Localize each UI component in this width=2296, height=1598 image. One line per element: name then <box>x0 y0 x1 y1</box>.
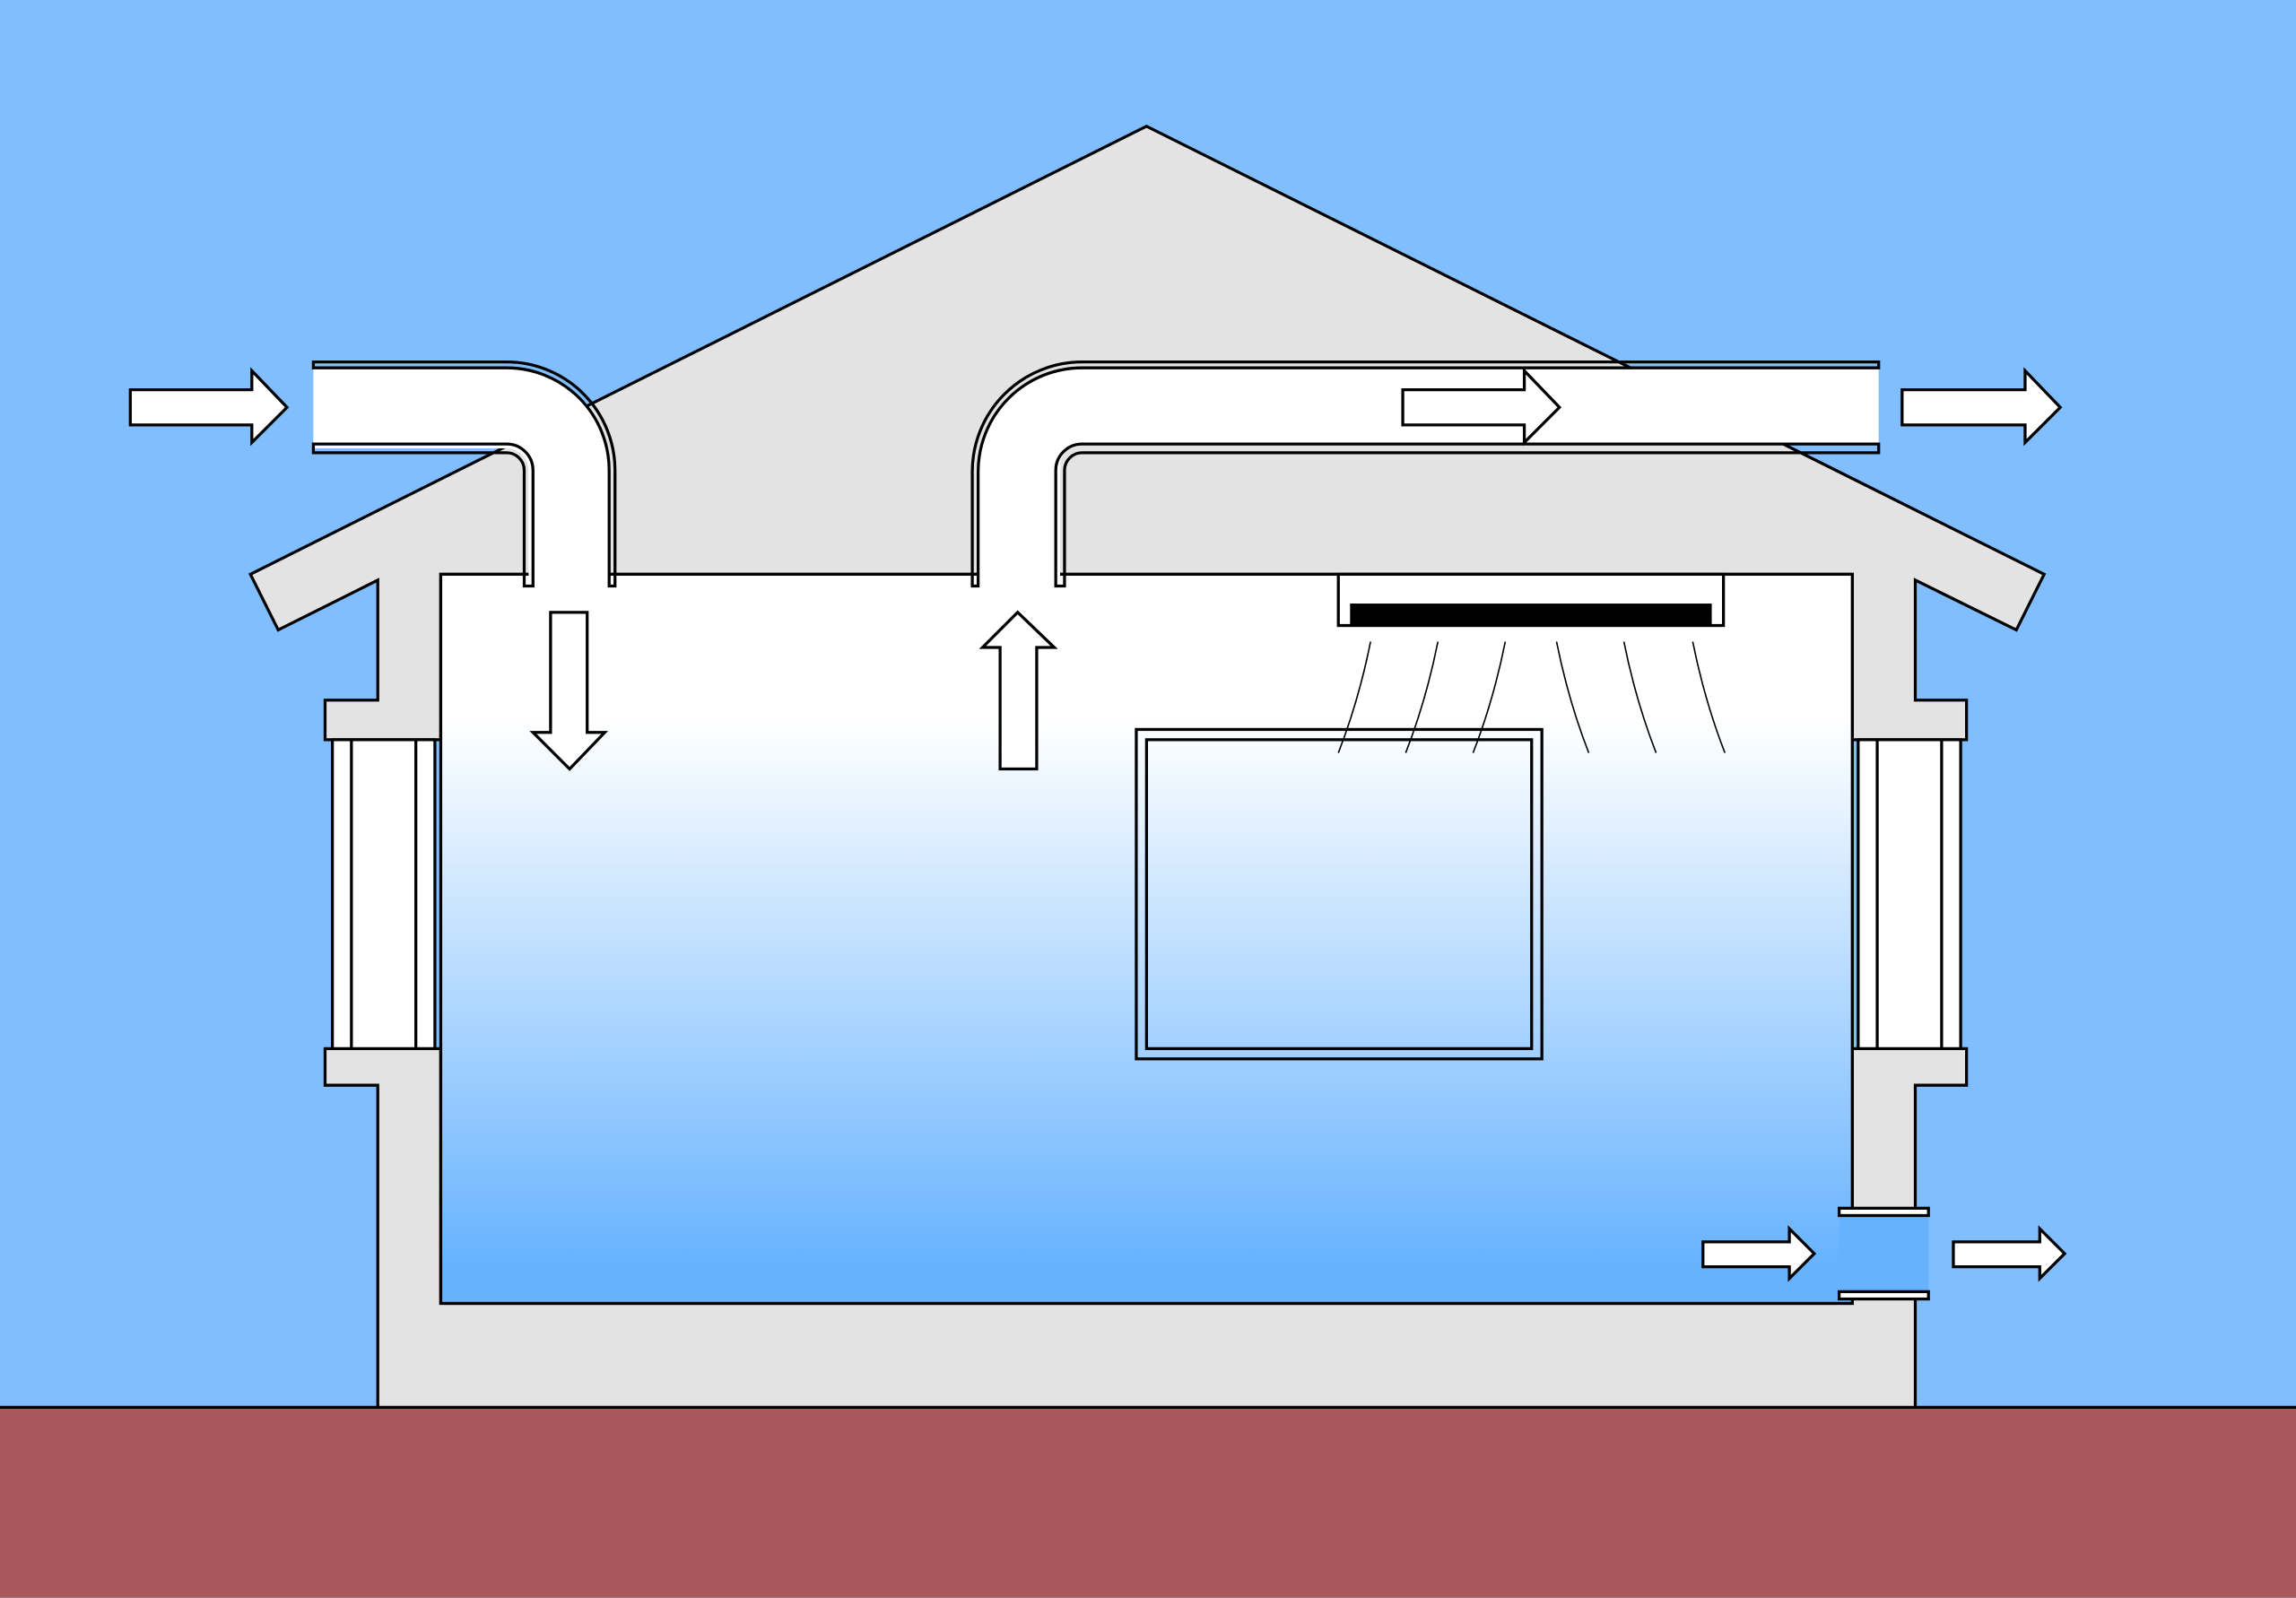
heat-wave-line <box>1622 641 1657 753</box>
return-from-room-arrow <box>978 610 1058 771</box>
heat-wave-line <box>1692 641 1726 753</box>
left-window <box>330 738 437 1050</box>
right-window <box>1857 738 1962 1050</box>
wall-exhaust-vent <box>1837 1206 1930 1301</box>
outdoor-air-intake-arrow <box>128 367 290 447</box>
ground <box>0 1407 2296 1598</box>
exhaust-duct-flow-arrow <box>1401 367 1562 447</box>
wall-vent-in-arrow <box>1701 1225 1817 1282</box>
supply-into-room-arrow <box>529 611 609 771</box>
supply-duct <box>311 360 617 588</box>
heat-wave-line <box>1555 641 1590 753</box>
ceiling-heater <box>1336 572 1726 628</box>
exhaust-duct <box>970 360 1881 588</box>
exhaust-to-outdoors-arrow <box>1900 367 2063 447</box>
wall-frame <box>1135 727 1544 1061</box>
airflow-arrows <box>128 367 2067 1282</box>
wall-vent-out-arrow <box>1952 1225 2067 1282</box>
